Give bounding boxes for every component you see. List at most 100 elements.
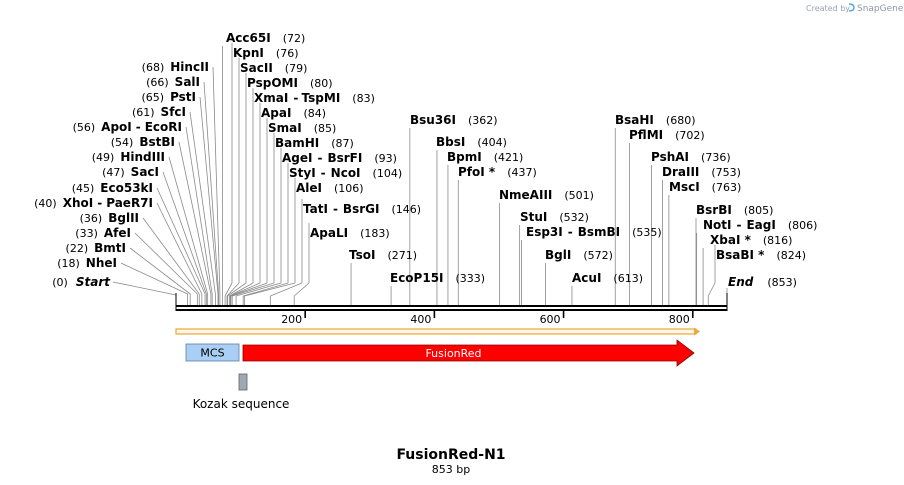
site-nhei[interactable]: (18)NheI	[57, 256, 117, 270]
site-end: End(853)	[728, 275, 797, 289]
site-noti[interactable]: NotI-EagI(806)	[703, 218, 817, 232]
site-alei[interactable]: AleI(106)	[296, 181, 364, 195]
site-name: DraIII	[662, 165, 699, 179]
site-bglii[interactable]: (36)BglII	[80, 211, 139, 225]
site-label: BsrBI(805)	[696, 203, 773, 217]
site-position: (22)	[66, 242, 89, 255]
site-name: Bsu36I	[410, 113, 456, 127]
site-xbai[interactable]: XbaI *(816)	[710, 233, 792, 247]
site-xhoi[interactable]: (40)XhoI-PaeR7I	[34, 196, 153, 210]
site-eco53ki[interactable]: (45)Eco53kI	[72, 181, 153, 195]
site-bstbi[interactable]: (54) BstBI	[111, 135, 175, 149]
site-name: TatI	[303, 202, 328, 216]
site-sfci[interactable]: (61)SfcI	[132, 105, 186, 119]
site-label: AcuI(613)	[572, 271, 643, 285]
site-stui[interactable]: StuI(532)	[520, 210, 589, 224]
site-apali[interactable]: ApaLI(183)	[310, 226, 390, 240]
site-bmti[interactable]: (22)BmtI	[66, 241, 126, 255]
site-bsabi[interactable]: BsaBI *(824)	[716, 248, 806, 262]
ruler-tick-label: 200	[281, 313, 302, 326]
site-tati[interactable]: TatI-BsrGI(146)	[303, 202, 421, 216]
site-position: (80)	[310, 77, 333, 90]
site-pshai[interactable]: PshAI(736)	[651, 150, 731, 164]
site-label: (18)NheI	[57, 256, 117, 270]
site-saci[interactable]: (47)SacI	[102, 165, 159, 179]
feature-mcs[interactable]: MCS	[185, 343, 240, 362]
leader-line	[112, 281, 177, 296]
site-position: (333)	[456, 272, 486, 285]
site-label: TsoI(271)	[349, 248, 417, 262]
site-position: (65)	[141, 91, 164, 104]
site-label: AgeI-BsrFI(93)	[282, 151, 397, 165]
site-name-2: NcoI	[331, 166, 361, 180]
site-position: (18)	[57, 257, 80, 270]
site-position: (421)	[494, 151, 524, 164]
site-position: (40)	[34, 197, 57, 210]
site-bsrbi[interactable]: BsrBI(805)	[696, 203, 773, 217]
site-separator: -	[568, 225, 573, 239]
site-pspomi[interactable]: PspOMI(80)	[247, 76, 333, 90]
site-psti[interactable]: (65)PstI	[141, 90, 196, 104]
ruler-tick-label: 600	[540, 313, 561, 326]
leader-line	[244, 282, 296, 297]
site-agei[interactable]: AgeI-BsrFI(93)	[282, 151, 397, 165]
site-name: PfoI *	[458, 165, 496, 179]
credit-brand: SnapGene	[857, 4, 904, 14]
leader-line	[230, 282, 261, 297]
site-apai[interactable]: ApaI(84)	[261, 106, 326, 120]
site-label: (45)Eco53kI	[72, 181, 153, 195]
site-position: (763)	[712, 181, 742, 194]
site-nmeaiii[interactable]: NmeAIII(501)	[499, 188, 594, 202]
site-bsu36i[interactable]: Bsu36I(362)	[410, 113, 498, 127]
site-name: SacI	[131, 165, 159, 179]
feature-kozak-sequence[interactable]: Kozak sequence	[193, 373, 290, 411]
site-position: (33)	[75, 227, 98, 240]
site-bamhi[interactable]: BamHI(87)	[275, 136, 354, 150]
site-name-2: EagI	[746, 218, 775, 232]
site-pfoi[interactable]: PfoI *(437)	[458, 165, 537, 179]
site-name: BstBI	[139, 135, 175, 149]
site-label: BbsI(404)	[436, 135, 507, 149]
site-position: (54)	[111, 136, 134, 149]
site-label: BsaHI(680)	[615, 113, 696, 127]
site-name: SfcI	[161, 105, 186, 119]
site-label: (33) AfeI	[75, 226, 131, 240]
site-name: HindIII	[120, 150, 165, 164]
start-position: (0)	[52, 276, 68, 289]
site-pflmi[interactable]: PflMI(702)	[629, 128, 705, 142]
site-name: AfeI	[104, 226, 131, 240]
site-kpni[interactable]: KpnI(76)	[233, 46, 299, 60]
site-name: XhoI	[63, 196, 94, 210]
site-hincii[interactable]: (68)HincII	[142, 60, 209, 74]
site-acui[interactable]: AcuI(613)	[572, 271, 643, 285]
site-position: (83)	[352, 92, 375, 105]
site-apoi[interactable]: (56)ApoI-EcoRI	[73, 120, 182, 134]
site-sacii[interactable]: SacII(79)	[240, 61, 307, 75]
start-name: Start	[76, 275, 111, 289]
site-ecop15i[interactable]: EcoP15I(333)	[390, 271, 485, 285]
feature-fusionred[interactable]: FusionRed	[242, 339, 695, 367]
site-msci[interactable]: MscI(763)	[669, 180, 741, 194]
site-name: BpmI	[447, 150, 482, 164]
site-afei[interactable]: (33) AfeI	[75, 226, 131, 240]
ruler-tick-label: 400	[410, 313, 431, 326]
site-bpmi[interactable]: BpmI (421)	[447, 150, 523, 164]
site-xmai[interactable]: XmaI-TspMI(83)	[254, 91, 375, 105]
site-name: BsaHI	[615, 113, 654, 127]
site-draiii[interactable]: DraIII(753)	[662, 165, 741, 179]
site-name: ApoI	[101, 120, 132, 134]
site-acc65i[interactable]: Acc65I(72)	[226, 31, 305, 45]
site-esp3i[interactable]: Esp3I-BsmBI(535)	[526, 225, 662, 239]
site-label: PshAI(736)	[651, 150, 731, 164]
site-bsahi[interactable]: BsaHI(680)	[615, 113, 696, 127]
site-sali[interactable]: (66)SalI	[146, 75, 200, 89]
site-position: (404)	[477, 136, 507, 149]
site-position: (56)	[73, 121, 96, 134]
site-smai[interactable]: SmaI(85)	[268, 121, 336, 135]
site-hindiii[interactable]: (49)HindIII	[92, 150, 165, 164]
site-styi[interactable]: StyI-NcoI(104)	[289, 166, 402, 180]
site-bgli[interactable]: BglI(572)	[545, 248, 613, 262]
feature-label: FusionRed	[425, 347, 481, 360]
site-bbsi[interactable]: BbsI(404)	[436, 135, 507, 149]
site-tsoi[interactable]: TsoI(271)	[349, 248, 417, 262]
